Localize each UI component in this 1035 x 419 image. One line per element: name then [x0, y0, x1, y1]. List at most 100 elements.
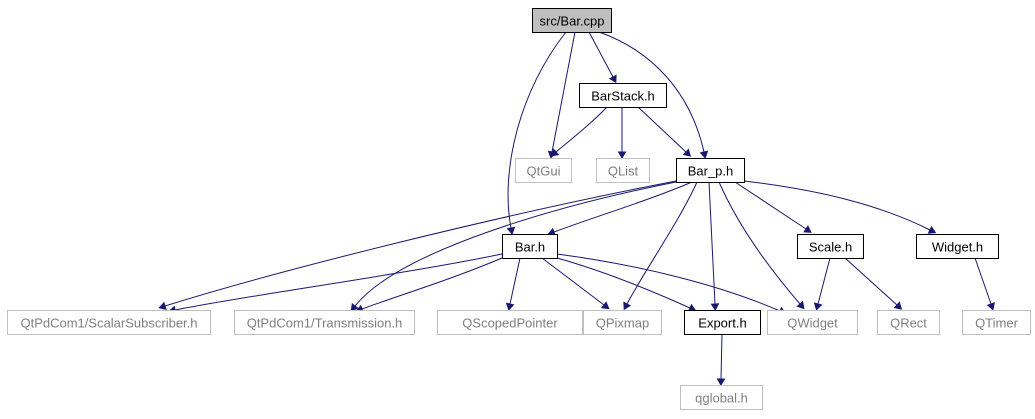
edge-line [637, 106, 687, 153]
node-bar-cpp[interactable]: src/Bar.cpp [532, 8, 612, 33]
edge-bar-p-h-to-export-h [708, 181, 720, 311]
edge-arrowhead [710, 303, 720, 311]
edge-line [743, 180, 931, 231]
node-box [680, 385, 763, 410]
edge-bar-p-h-to-widget-h [743, 180, 937, 234]
edge-line [626, 181, 698, 305]
node-bar-h[interactable]: Bar.h [502, 234, 558, 259]
node-box [234, 310, 415, 335]
node-qrect: QRect [877, 310, 940, 335]
node-box [916, 234, 999, 259]
node-export-h[interactable]: Export.h [684, 310, 761, 335]
node-box [962, 310, 1031, 335]
edge-arrowhead [550, 148, 560, 157]
node-box [596, 158, 650, 183]
edge-line [734, 181, 807, 230]
node-label: QPixmap [596, 316, 649, 331]
node-label: Bar_p.h [688, 164, 734, 179]
node-box [437, 310, 583, 335]
edge-line [588, 31, 614, 78]
node-label: qglobal.h [695, 391, 748, 406]
node-box [579, 83, 667, 108]
node-box [583, 310, 662, 335]
edge-line [555, 106, 608, 153]
node-label: QtGui [527, 164, 561, 179]
edge-arrowhead [796, 300, 805, 310]
node-qpixmap: QPixmap [583, 310, 662, 335]
edge-arrowhead [682, 148, 692, 157]
node-qlist: QList [596, 158, 650, 183]
edge-arrowhead [699, 150, 709, 159]
edge-bar-cpp-to-barstack-h [588, 31, 617, 84]
edge-arrowhead [600, 301, 610, 310]
edge-line [361, 257, 503, 310]
edge-line [164, 180, 677, 307]
edge-line [354, 181, 677, 307]
edge-arrowhead [893, 301, 903, 310]
node-label: BarStack.h [591, 89, 655, 104]
edge-line [720, 333, 723, 380]
edge-bar-cpp-to-bar-p-h [598, 31, 709, 159]
node-label: QtPdCom1/ScalarSubscriber.h [20, 316, 197, 331]
edge-line [541, 257, 605, 306]
edge-line [817, 257, 831, 305]
edge-bar-p-h-to-bar-h [547, 181, 693, 236]
edge-line [553, 181, 693, 233]
node-label: src/Bar.cpp [539, 14, 604, 29]
edge-arrowhead [617, 151, 627, 159]
node-label: Widget.h [932, 240, 983, 255]
edge-arrowhead [350, 302, 359, 312]
edge-line [844, 257, 898, 306]
edge-bar-h-to-qwidget [556, 253, 787, 315]
node-box [767, 310, 858, 335]
edge-arrowhead [158, 301, 167, 311]
edge-line [556, 253, 781, 312]
node-scalar-sub: QtPdCom1/ScalarSubscriber.h [7, 310, 211, 335]
node-qtimer: QTimer [962, 310, 1031, 335]
node-box [676, 158, 745, 183]
edge-barstack-h-to-bar-p-h [637, 106, 692, 157]
node-scale-h[interactable]: Scale.h [797, 234, 864, 259]
edge-bar-p-h-to-qpixmap [623, 181, 698, 311]
edge-arrowhead [803, 225, 812, 233]
node-box [532, 8, 612, 33]
node-qwidget: QWidget [767, 310, 858, 335]
node-bar-p-h[interactable]: Bar_p.h [676, 158, 745, 183]
edge-line [551, 31, 576, 153]
node-box [502, 234, 558, 259]
edge-bar-h-to-scalar-sub [168, 253, 503, 315]
edge-line [598, 31, 705, 153]
node-label: QRect [890, 316, 927, 331]
edge-bar-p-h-to-transmission [350, 181, 677, 312]
edge-arrowhead [813, 302, 823, 311]
node-box [877, 310, 940, 335]
edge-line [718, 181, 801, 305]
edge-bar-p-h-to-scale-h [734, 181, 812, 233]
edge-arrowhead [608, 74, 617, 84]
node-barstack-h[interactable]: BarStack.h [579, 83, 667, 108]
edge-export-h-to-qglobal [716, 333, 726, 386]
edge-line [708, 181, 716, 305]
edge-barstack-h-to-qlist [617, 107, 627, 159]
edge-line [974, 257, 992, 305]
edge-bar-p-h-to-scalar-sub [158, 180, 677, 311]
node-qglobal: qglobal.h [680, 385, 763, 410]
edge-barstack-h-to-qtgui [550, 106, 608, 157]
node-label: QTimer [975, 316, 1019, 331]
node-label: QtPdCom1/Transmission.h [247, 316, 403, 331]
node-widget-h[interactable]: Widget.h [916, 234, 999, 259]
edge-scale-h-to-qrect [844, 257, 903, 310]
edge-line [509, 257, 521, 305]
edges-layer [158, 31, 995, 386]
edge-arrowhead [505, 302, 515, 311]
edge-arrowhead [986, 302, 995, 311]
edge-line [556, 257, 691, 309]
node-box [684, 310, 761, 335]
edge-arrowhead [927, 225, 937, 234]
node-transmission: QtPdCom1/Transmission.h [234, 310, 415, 335]
edge-arrowhead [506, 226, 516, 235]
node-label: QWidget [787, 316, 838, 331]
node-qtgui: QtGui [515, 158, 572, 183]
